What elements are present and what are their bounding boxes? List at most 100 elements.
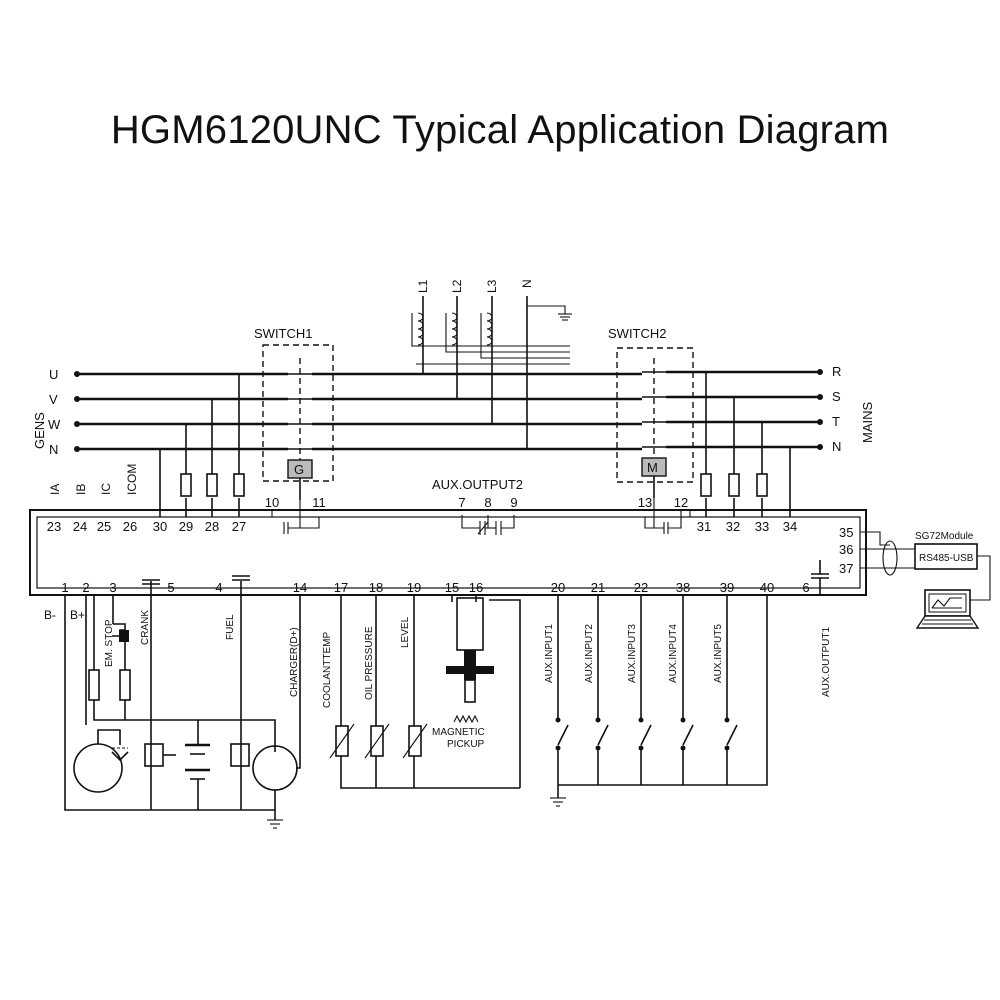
pickup-label-line2: PICKUP xyxy=(447,739,485,750)
terminal-28: 28 xyxy=(205,519,219,534)
gen-phase-u: U xyxy=(49,367,58,382)
terminal-23: 23 xyxy=(47,519,61,534)
terminal-26: 26 xyxy=(123,519,137,534)
mains-label: MAINS xyxy=(860,402,875,444)
oil-pressure-label: OIL PRESSURE xyxy=(364,626,375,700)
gen-phase-n: N xyxy=(49,442,58,457)
terminal-1: 1 xyxy=(61,580,68,595)
voltage-sense-wiring xyxy=(159,372,791,517)
terminal-27: 27 xyxy=(232,519,246,534)
terminal-25: 25 xyxy=(97,519,111,534)
laptop-icon xyxy=(915,589,980,629)
terminal-29: 29 xyxy=(179,519,193,534)
terminal-8: 8 xyxy=(484,495,491,510)
terminal-35: 35 xyxy=(839,525,853,540)
aux-input-wiring: AUX.INPUT1 AUX.INPUT2 AUX.INPUT3 AUX.INP… xyxy=(544,560,832,807)
switch1-tag: G xyxy=(294,462,304,477)
terminal-40: 40 xyxy=(760,580,774,595)
bus-l3-label: L3 xyxy=(485,279,499,293)
terminal-19: 19 xyxy=(407,580,421,595)
mains-phase-t: T xyxy=(832,414,840,429)
supply-minus-label: B- xyxy=(44,608,56,622)
ct-label-ib: IB xyxy=(74,484,88,495)
coolant-label: COOLANTTEMP xyxy=(322,632,333,708)
aux-input3-label: AUX.INPUT3 xyxy=(627,624,638,683)
terminal-10: 10 xyxy=(265,495,279,510)
terminal-17: 17 xyxy=(334,580,348,595)
supply-plus-label: B+ xyxy=(70,608,85,622)
bus-l2-label: L2 xyxy=(450,279,464,293)
gen-phase-v: V xyxy=(49,392,58,407)
terminal-15: 15 xyxy=(445,580,459,595)
switch1: SWITCH1 G xyxy=(254,326,334,500)
ct-label-ic: IC xyxy=(99,483,113,495)
fuel-label: FUEL xyxy=(225,614,236,640)
ct-label-icom: ICOM xyxy=(125,464,139,495)
terminal-2: 2 xyxy=(82,580,89,595)
switch2-tag: M xyxy=(647,460,658,475)
switch2-label: SWITCH2 xyxy=(608,326,667,341)
mains-phase-s: S xyxy=(832,389,841,404)
terminal-30: 30 xyxy=(153,519,167,534)
crank-label: CRANK xyxy=(140,610,151,645)
terminal-22: 22 xyxy=(634,580,648,595)
comm-wiring: SG72Module RS485-USB xyxy=(860,531,991,601)
terminal-39: 39 xyxy=(720,580,734,595)
ct-label-ia: IA xyxy=(48,484,62,495)
page-title: HGM6120UNC Typical Application Diagram xyxy=(110,108,890,152)
terminal-24: 24 xyxy=(73,519,87,534)
sensor-wiring: COOLANTTEMP OIL PRESSURE LEVEL MAGNETIC … xyxy=(322,596,521,789)
terminal-11: 11 xyxy=(312,495,326,510)
terminal-38: 38 xyxy=(676,580,690,595)
terminal-12: 12 xyxy=(674,495,688,510)
sg72-module-label: SG72Module xyxy=(915,531,974,542)
supply-labels: B- B+ xyxy=(44,608,85,622)
aux-input5-label: AUX.INPUT5 xyxy=(713,624,724,683)
em-stop-label: EM. STOP xyxy=(104,619,115,667)
relay-terminal-row: 10 11 7 8 9 13 12 xyxy=(265,495,688,510)
terminal-7: 7 xyxy=(458,495,465,510)
terminal-20: 20 xyxy=(551,580,565,595)
bus-n-label: N xyxy=(520,279,534,288)
terminal-9: 9 xyxy=(510,495,517,510)
mains-phase-r: R xyxy=(832,364,841,379)
terminal-34: 34 xyxy=(783,519,797,534)
terminal-33: 33 xyxy=(755,519,769,534)
mains-phase-n: N xyxy=(832,439,841,454)
terminal-18: 18 xyxy=(369,580,383,595)
charger-label: CHARGER(D+) xyxy=(289,627,300,697)
rs485-usb-label: RS485-USB xyxy=(919,553,974,564)
aux-output2-label: AUX.OUTPUT2 xyxy=(432,477,523,492)
switch2: SWITCH2 M xyxy=(608,326,694,498)
pickup-label-line1: MAGNETIC xyxy=(432,727,485,738)
gen-phase-w: W xyxy=(48,417,61,432)
top-terminal-row: 23 24 25 26 30 29 28 27 31 32 33 34 xyxy=(47,519,797,534)
power-bus xyxy=(74,369,823,452)
terminal-31: 31 xyxy=(697,519,711,534)
controller-inner-frame xyxy=(36,516,861,589)
controller-box xyxy=(29,509,867,596)
terminal-32: 32 xyxy=(726,519,740,534)
terminal-3: 3 xyxy=(109,580,116,595)
terminal-6: 6 xyxy=(802,580,809,595)
terminal-5: 5 xyxy=(167,580,174,595)
terminal-36: 36 xyxy=(839,542,853,557)
bus-ct-group: L1 L2 L3 N xyxy=(411,279,572,449)
gens-label: GENS xyxy=(32,412,47,449)
aux-input1-label: AUX.INPUT1 xyxy=(544,624,555,683)
aux-input2-label: AUX.INPUT2 xyxy=(584,624,595,683)
terminal-13: 13 xyxy=(638,495,652,510)
aux-input4-label: AUX.INPUT4 xyxy=(668,624,679,683)
level-label: LEVEL xyxy=(400,616,411,648)
terminal-21: 21 xyxy=(591,580,605,595)
ct-labels: IA IB IC ICOM xyxy=(48,464,139,495)
aux-output1-label: AUX.OUTPUT1 xyxy=(821,627,832,697)
terminal-16: 16 xyxy=(469,580,483,595)
terminal-14: 14 xyxy=(293,580,307,595)
output-wiring: EM. STOP CRANK FUEL CHARGER(D+) xyxy=(64,575,301,829)
switch1-label: SWITCH1 xyxy=(254,326,313,341)
terminal-37: 37 xyxy=(839,561,853,576)
bus-l1-label: L1 xyxy=(416,279,430,293)
